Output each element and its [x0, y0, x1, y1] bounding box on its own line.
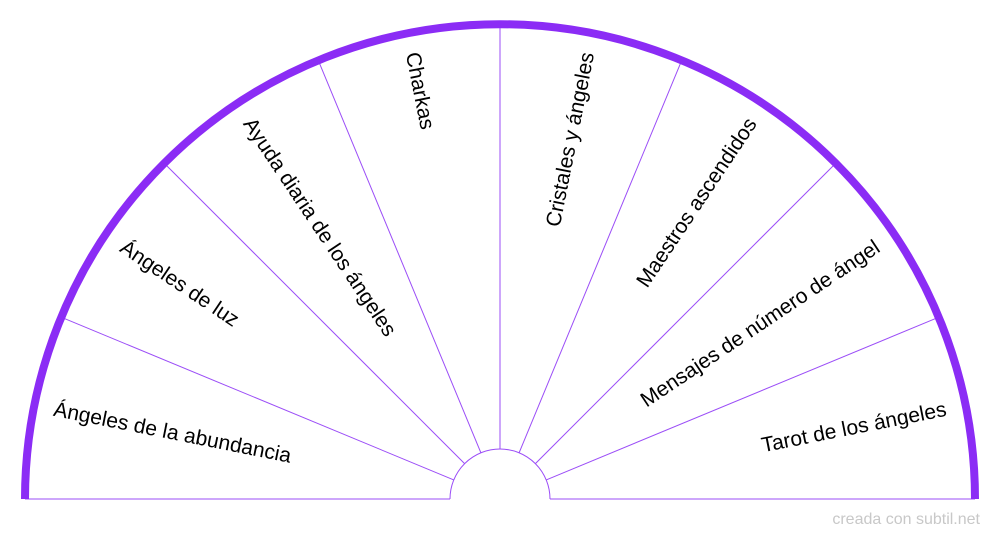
sector-label: Maestros ascendidos — [632, 114, 761, 292]
credit-text: creada con subtil.net — [832, 511, 980, 528]
sector-divider — [61, 316, 454, 481]
sector-label: Ayuda diaria de los ángeles — [238, 114, 400, 341]
sector-label: Charkas — [401, 50, 439, 131]
sector-divider — [535, 162, 837, 464]
sector-divider — [546, 316, 939, 481]
sector-dividers — [61, 24, 939, 481]
outer-arc — [21, 20, 979, 500]
sector-label: Tarot de los ángeles — [760, 398, 949, 457]
sector-divider — [317, 60, 482, 453]
sector-label: Cristales y ángeles — [542, 50, 599, 228]
sector-label: Ángeles de la abundancia — [52, 398, 294, 468]
center-hub-arc — [449, 448, 551, 500]
sector-divider — [163, 162, 465, 464]
sector-divider — [518, 60, 683, 453]
sector-label: Mensajes de número de ángel — [636, 236, 884, 412]
sector-label: Ángeles de luz — [116, 236, 243, 332]
